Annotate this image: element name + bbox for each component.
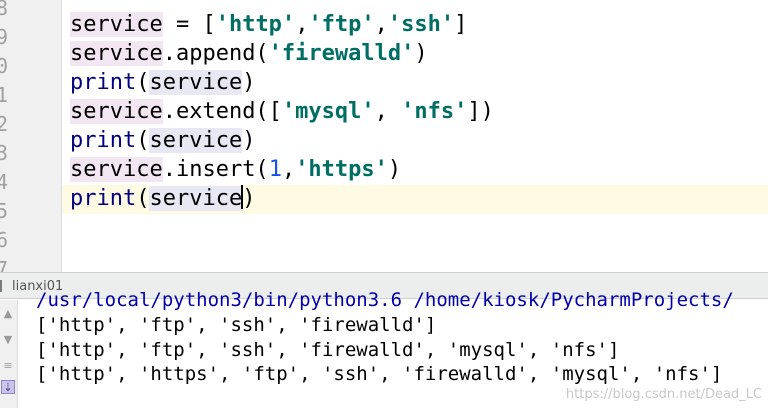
line-number: 5 <box>0 199 9 223</box>
run-tab-label: lianxi01 <box>12 278 64 294</box>
line-number: 8 <box>0 0 9 20</box>
line-number: 9 <box>0 25 9 49</box>
print-icon[interactable]: ⇣ <box>1 380 15 394</box>
code-token: service <box>149 128 243 153</box>
code-editor[interactable]: 8 9 0 1 2 3 4 5 6 7 service = ['http','f… <box>0 0 768 281</box>
run-tab[interactable]: lianxi01 <box>0 276 63 296</box>
code-token: .append( <box>162 41 269 66</box>
python-file-icon <box>0 280 7 292</box>
code-token: service <box>149 70 243 95</box>
code-line[interactable]: service.append('firewalld') <box>70 39 428 68</box>
line-number: 2 <box>0 112 9 136</box>
line-number: 7 <box>0 257 9 281</box>
code-token: 'firewalld' <box>268 41 415 66</box>
code-token: print <box>70 128 137 153</box>
line-number: 6 <box>0 228 9 252</box>
watermark: https://blog.csdn.net/Dead_LC <box>565 387 762 402</box>
code-token: ( <box>136 128 150 153</box>
scroll-down-icon[interactable]: ▼ <box>3 332 13 346</box>
code-token: .insert( <box>162 157 269 182</box>
line-number: 1 <box>0 83 9 107</box>
code-token: 'ssh' <box>387 12 455 37</box>
code-token: ( <box>136 70 150 95</box>
code-token: , <box>281 157 296 182</box>
code-line[interactable]: service = ['http','ftp','ssh'] <box>70 10 467 39</box>
code-token: 1 <box>268 157 282 182</box>
run-panel-header: lianxi01 <box>0 272 768 299</box>
code-token: , <box>374 12 388 37</box>
code-token: ) <box>242 186 256 211</box>
code-token: 'http' <box>215 12 296 37</box>
soft-wrap-icon[interactable]: ≡ <box>3 358 13 372</box>
code-line[interactable]: print(service) <box>70 126 255 155</box>
code-token: service <box>70 12 163 37</box>
code-token: ]) <box>467 99 494 124</box>
code-token: = [ <box>162 12 216 37</box>
text-caret <box>241 185 244 209</box>
code-token: service <box>149 186 243 211</box>
line-number: 3 <box>0 141 9 165</box>
code-line[interactable]: print(service) <box>70 68 255 97</box>
code-token: ( <box>136 186 150 211</box>
code-token: ) <box>387 157 402 182</box>
code-token: service <box>70 157 163 182</box>
line-number: 4 <box>0 170 9 194</box>
console-output-line: ['http', 'ftp', 'ssh', 'firewalld'] <box>36 314 437 336</box>
code-line[interactable]: print(service) <box>70 184 255 213</box>
code-token: , <box>374 99 402 124</box>
code-token: 'mysql' <box>281 99 375 124</box>
console-output-line: ['http', 'ftp', 'ssh', 'firewalld', 'mys… <box>36 339 620 361</box>
code-token: ) <box>414 41 428 66</box>
code-token: .extend([ <box>162 99 282 124</box>
code-line[interactable]: service.insert(1,'https') <box>70 155 401 184</box>
code-token: ) <box>242 70 256 95</box>
run-panel-toolbar: ▲ ▼ ≡ ⇣ <box>0 300 18 408</box>
console-output-line: ['http', 'https', 'ftp', 'ssh', 'firewal… <box>36 363 723 385</box>
code-token: ) <box>242 128 256 153</box>
code-token: 'ftp' <box>308 12 375 37</box>
scroll-up-icon[interactable]: ▲ <box>3 306 13 320</box>
code-line[interactable]: service.extend(['mysql', 'nfs']) <box>70 97 494 126</box>
code-token: 'https' <box>295 157 388 182</box>
code-token: 'nfs' <box>401 99 468 124</box>
line-number-gutter: 8 9 0 1 2 3 4 5 6 7 <box>0 0 62 281</box>
code-token: ] <box>454 12 468 37</box>
code-token: service <box>70 41 163 66</box>
line-number: 0 <box>0 54 9 78</box>
code-token: , <box>295 12 309 37</box>
code-token: print <box>70 70 137 95</box>
console-command-line: /usr/local/python3/bin/python3.6 /home/k… <box>36 289 734 311</box>
code-token: service <box>70 99 163 124</box>
code-token: print <box>70 186 137 211</box>
console-output[interactable]: /usr/local/python3/bin/python3.6 /home/k… <box>18 289 768 408</box>
